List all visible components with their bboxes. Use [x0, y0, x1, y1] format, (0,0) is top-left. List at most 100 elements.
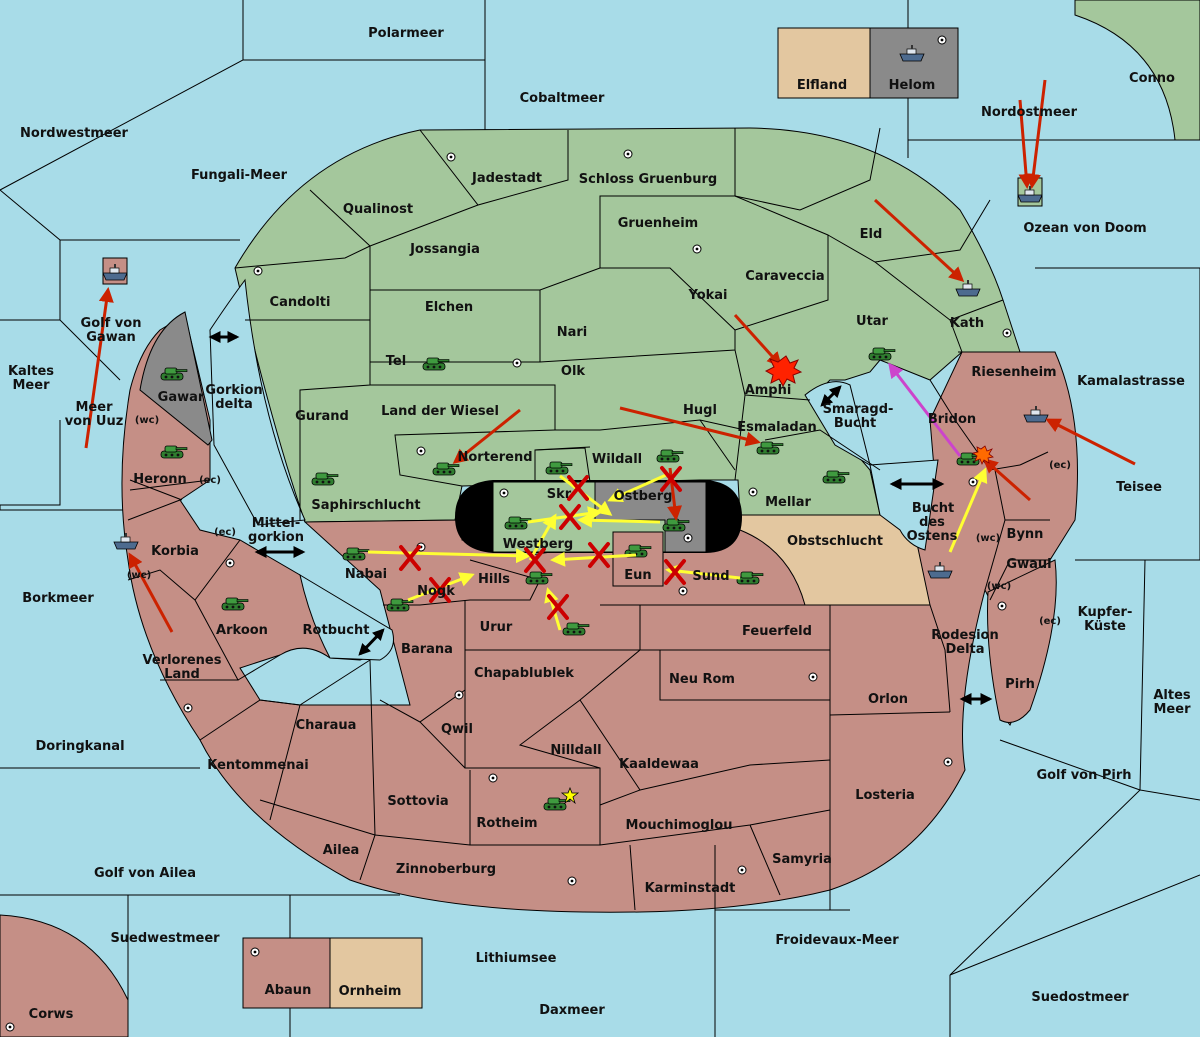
- region-ornheim[interactable]: [329, 937, 423, 1009]
- supply-center-icon: [808, 672, 818, 682]
- label-daxmeer: Daxmeer: [539, 1003, 605, 1018]
- label-rotheim: Rotheim: [476, 816, 537, 831]
- label-feuerfeld: Feuerfeld: [742, 624, 812, 639]
- label-gorkion-delta-2: delta: [215, 397, 253, 412]
- label-pirh: Pirh: [1005, 677, 1035, 692]
- label-caraveccia: Caraveccia: [745, 269, 824, 284]
- label-jadestadt: Jadestadt: [471, 171, 542, 186]
- label-kupfer-kueste-1: Kupfer-: [1078, 605, 1133, 620]
- label-gurand: Gurand: [295, 409, 349, 424]
- supply-center-icon: [512, 358, 522, 368]
- label-qualinost: Qualinost: [343, 202, 413, 217]
- label-zinnoberburg: Zinnoberburg: [396, 862, 496, 877]
- supply-center-icon: [683, 533, 693, 543]
- label-esmaladan: Esmaladan: [737, 420, 817, 435]
- label-samyria: Samyria: [772, 852, 832, 867]
- region-elfland[interactable]: [777, 27, 871, 99]
- label-bridon-ec: (ec): [1049, 460, 1071, 471]
- supply-center-icon: [937, 35, 947, 45]
- label-ornheim: Ornheim: [339, 984, 402, 999]
- label-lithiumsee: Lithiumsee: [476, 951, 557, 966]
- label-kath: Kath: [950, 316, 984, 331]
- label-hugl: Hugl: [683, 403, 717, 418]
- label-kaltes-meer-1: Kaltes: [8, 364, 54, 379]
- province-borders: [127, 127, 1055, 911]
- supply-center-icon: [454, 690, 464, 700]
- label-bucht-des-ostens-2: des: [919, 515, 945, 530]
- label-bucht-des-ostens-3: Ostens: [907, 529, 958, 544]
- label-mouchimoglou: Mouchimoglou: [626, 818, 733, 833]
- label-gruenheim: Gruenheim: [618, 216, 698, 231]
- label-sottovia: Sottovia: [387, 794, 448, 809]
- label-ailea: Ailea: [323, 843, 360, 858]
- supply-center-icon: [678, 586, 688, 596]
- label-nogk: Nogk: [417, 584, 455, 599]
- label-altes-meer-2: Meer: [1154, 702, 1192, 717]
- label-kaaldewaa: Kaaldewaa: [619, 757, 699, 772]
- label-korbia-wc: (wc): [127, 570, 151, 581]
- supply-center-icon: [567, 876, 577, 886]
- label-charaua: Charaua: [296, 718, 357, 733]
- passage-arrows: [208, 331, 993, 705]
- label-abaun: Abaun: [265, 983, 312, 998]
- label-eld: Eld: [860, 227, 883, 242]
- label-mittelgorkion-1: Mittel-: [252, 516, 301, 531]
- label-barana: Barana: [401, 642, 453, 657]
- label-rodesion-delta-1: Rodesion: [931, 628, 998, 643]
- label-amphi: Amphi: [745, 383, 792, 398]
- label-kentommenai: Kentommenai: [207, 758, 308, 773]
- label-ozean-von-doom: Ozean von Doom: [1023, 221, 1146, 236]
- region-conno[interactable]: [1074, 0, 1200, 141]
- label-gawar: Gawar: [158, 390, 205, 405]
- region-corws[interactable]: [0, 914, 129, 1037]
- label-riesenheim: Riesenheim: [971, 365, 1056, 380]
- label-suedostmeer: Suedostmeer: [1031, 990, 1129, 1005]
- label-golf-von-pirh: Golf von Pirh: [1036, 768, 1131, 783]
- label-nordwestmeer: Nordwestmeer: [20, 126, 128, 141]
- label-golf-von-gawan-1: Golf von: [81, 316, 142, 331]
- label-fungali-meer: Fungali-Meer: [191, 168, 288, 183]
- supply-center-icon: [5, 1022, 15, 1032]
- supply-center-icon: [737, 865, 747, 875]
- label-norterend: Norterend: [457, 450, 532, 465]
- supply-center-icon: [623, 149, 633, 159]
- label-yokai: Yokai: [687, 288, 727, 303]
- label-bynn: Bynn: [1007, 527, 1044, 542]
- supply-center-icon: [968, 477, 978, 487]
- label-verlorenes-land-1: Verlorenes: [142, 653, 221, 668]
- supply-center-icon: [943, 757, 953, 767]
- label-neu-rom: Neu Rom: [669, 672, 735, 687]
- label-bucht-des-ostens-1: Bucht: [912, 501, 954, 516]
- label-bridon: Bridon: [928, 412, 976, 427]
- label-kaltes-meer-2: Meer: [13, 378, 51, 393]
- label-conno: Conno: [1129, 71, 1175, 86]
- label-froidevaux-meer: Froidevaux-Meer: [775, 933, 899, 948]
- label-helom: Helom: [889, 78, 936, 93]
- attack-orders: [84, 79, 1136, 633]
- label-elchen: Elchen: [425, 300, 473, 315]
- label-heronn-wc: (wc): [135, 415, 159, 426]
- supply-center-icon: [692, 244, 702, 254]
- region-eun[interactable]: [612, 531, 664, 587]
- label-rodesion-delta-2: Delta: [945, 642, 984, 657]
- label-corws: Corws: [29, 1007, 74, 1022]
- region-pirh[interactable]: [987, 559, 1057, 723]
- label-losteria: Losteria: [855, 788, 915, 803]
- label-heronn: Heronn: [133, 472, 187, 487]
- label-suedwestmeer: Suedwestmeer: [110, 931, 220, 946]
- label-golf-von-gawan-2: Gawan: [86, 330, 135, 345]
- explosion-icon: [972, 445, 994, 465]
- supply-center-icon: [183, 703, 193, 713]
- label-korbia-ec: (ec): [214, 527, 236, 538]
- supply-center-icon: [748, 487, 758, 497]
- label-saphirschlucht: Saphirschlucht: [311, 498, 420, 513]
- label-orlon: Orlon: [868, 692, 908, 707]
- label-gorkion-delta-1: Gorkion: [205, 383, 262, 398]
- label-polarmeer: Polarmeer: [368, 26, 444, 41]
- label-obstschlucht: Obstschlucht: [787, 534, 883, 549]
- label-kamalastrasse: Kamalastrasse: [1077, 374, 1185, 389]
- label-nordostmeer: Nordostmeer: [981, 105, 1078, 120]
- label-mellar: Mellar: [765, 495, 811, 510]
- supply-center-icon: [488, 773, 498, 783]
